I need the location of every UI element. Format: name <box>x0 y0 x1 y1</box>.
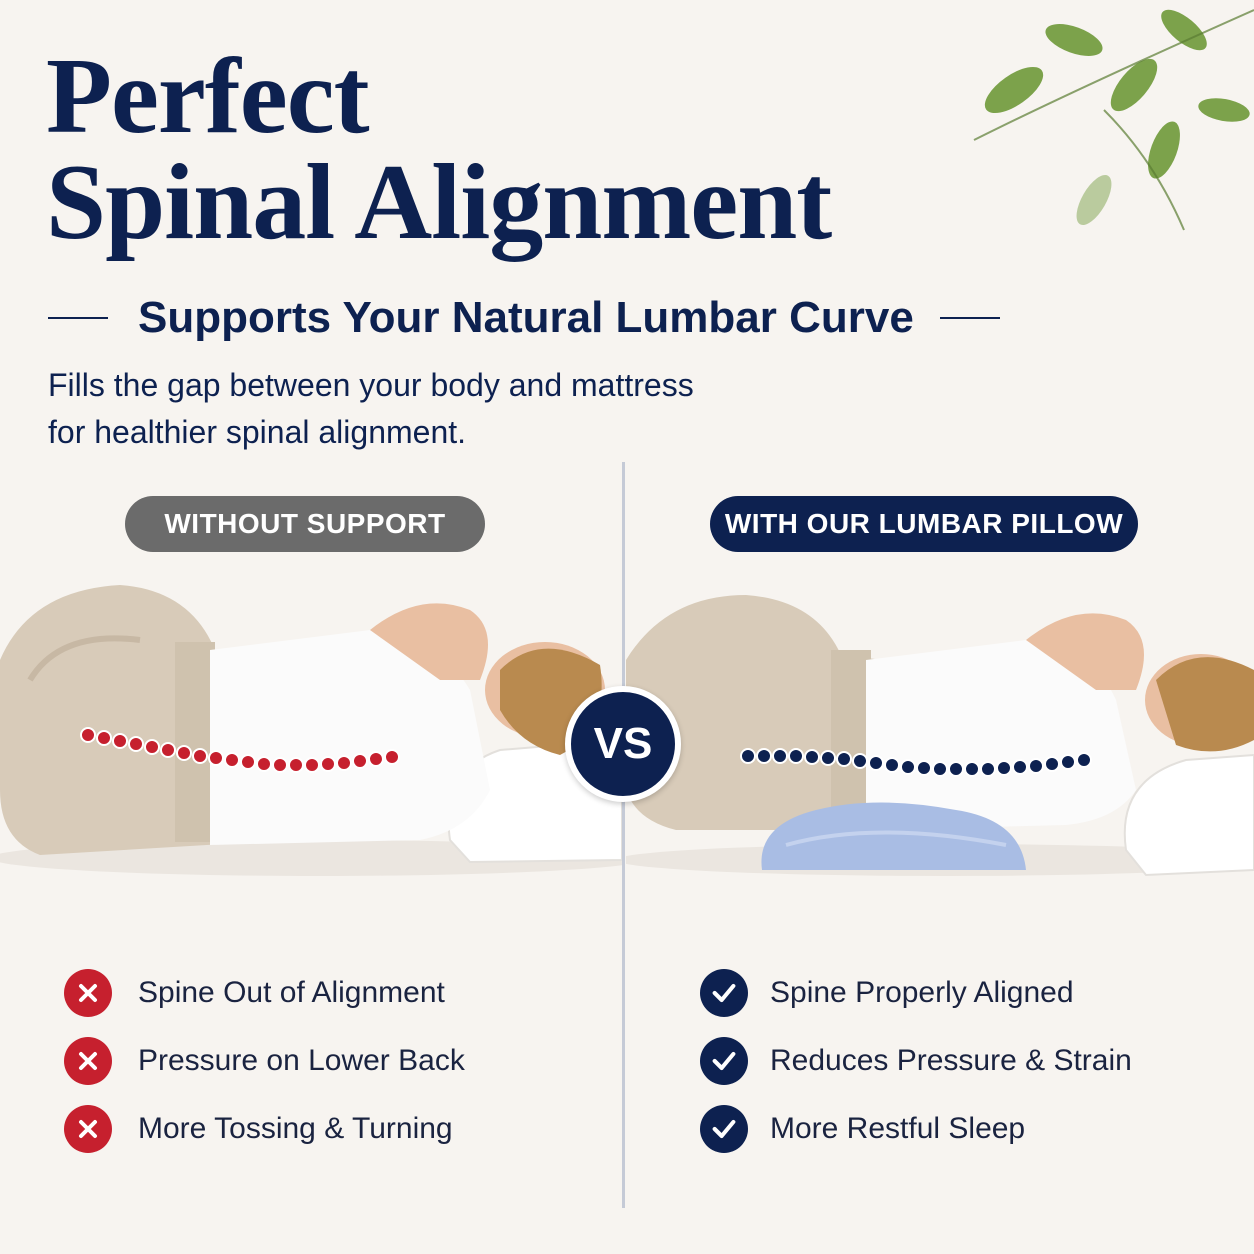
list-item-label: Spine Out of Alignment <box>138 976 445 1009</box>
description-line-1: Fills the gap between your body and matt… <box>48 367 694 403</box>
list-item: Spine Out of Alignment <box>64 968 465 1018</box>
list-item-label: More Restful Sleep <box>770 1112 1026 1145</box>
list-item-label: Reduces Pressure & Strain <box>770 1044 1132 1077</box>
list-item: Spine Properly Aligned <box>700 968 1132 1018</box>
check-icon <box>700 1037 748 1085</box>
page-title: Perfect Spinal Alignment <box>46 43 832 257</box>
without-support-label: WITHOUT SUPPORT <box>125 496 485 552</box>
x-icon <box>64 1037 112 1085</box>
subtitle-row: Supports Your Natural Lumbar Curve <box>48 290 1018 346</box>
x-icon <box>64 969 112 1017</box>
description: Fills the gap between your body and matt… <box>48 362 808 456</box>
list-item: Pressure on Lower Back <box>64 1036 465 1086</box>
title-line-2: Spinal Alignment <box>46 143 832 262</box>
list-item-label: More Tossing & Turning <box>138 1112 453 1145</box>
leaves-decoration <box>973 9 1254 231</box>
description-line-2: for healthier spinal alignment. <box>48 414 467 450</box>
list-item: More Restful Sleep <box>700 1104 1132 1154</box>
list-item: Reduces Pressure & Strain <box>700 1036 1132 1086</box>
without-support-list: Spine Out of Alignment Pressure on Lower… <box>64 968 465 1172</box>
list-item: More Tossing & Turning <box>64 1104 465 1154</box>
list-item-label: Pressure on Lower Back <box>138 1044 465 1077</box>
with-pillow-illustration <box>626 595 1254 877</box>
subtitle-rule-right <box>939 317 1000 319</box>
with-pillow-label: WITH OUR LUMBAR PILLOW <box>710 496 1138 552</box>
subtitle: Supports Your Natural Lumbar Curve <box>138 293 914 342</box>
with-pillow-list: Spine Properly Aligned Reduces Pressure … <box>700 968 1132 1172</box>
check-icon <box>700 1105 748 1153</box>
title-line-1: Perfect <box>46 37 370 156</box>
center-divider <box>622 462 625 1208</box>
without-support-illustration <box>0 585 622 876</box>
x-icon <box>64 1105 112 1153</box>
subtitle-rule-left <box>48 317 108 319</box>
check-icon <box>700 969 748 1017</box>
list-item-label: Spine Properly Aligned <box>770 976 1074 1009</box>
vs-badge: VS <box>565 686 681 802</box>
